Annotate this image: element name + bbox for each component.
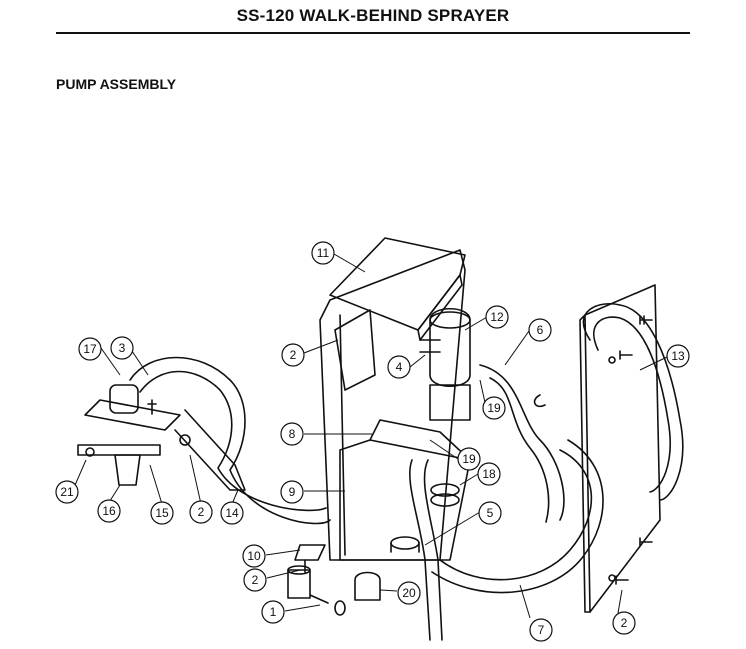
hose-7 (431, 439, 604, 594)
callout-14: 14 (220, 501, 244, 525)
hose-upper-right (582, 303, 684, 501)
svg-text:18: 18 (482, 467, 496, 481)
section-title: PUMP ASSEMBLY (56, 76, 177, 92)
svg-text:11: 11 (317, 246, 330, 260)
callout-10: 10 (242, 544, 266, 568)
svg-text:17: 17 (83, 342, 97, 356)
tank-9 (339, 419, 471, 561)
hose-14 (129, 356, 331, 525)
svg-text:10: 10 (247, 549, 261, 563)
frame-bracket (319, 249, 466, 561)
callout-4: 4 (387, 355, 411, 379)
document-title: SS-120 WALK-BEHIND SPRAYER (236, 6, 510, 25)
svg-text:2: 2 (290, 348, 297, 362)
callout-20: 20 (397, 581, 421, 605)
svg-text:2: 2 (621, 616, 628, 630)
leader-lines (71, 253, 668, 619)
callout-1: 1 (261, 600, 285, 624)
callout-2d: 2 (612, 611, 636, 635)
svg-text:9: 9 (289, 485, 296, 499)
svg-text:19: 19 (462, 452, 476, 466)
callout-17: 17 (78, 337, 102, 361)
svg-text:6: 6 (537, 323, 544, 337)
svg-text:5: 5 (487, 506, 494, 520)
title-rule (56, 32, 690, 34)
svg-text:13: 13 (671, 349, 685, 363)
nozzle-assembly (77, 384, 246, 491)
callout-2: 2 (281, 343, 305, 367)
callouts: 11 12 6 13 17 3 2 4 19 8 19 18 9 5 21 16… (55, 241, 690, 642)
callout-11: 11 (311, 241, 335, 265)
svg-text:15: 15 (155, 506, 169, 520)
cover-11 (329, 237, 466, 341)
callout-3: 3 (110, 336, 134, 360)
svg-text:1: 1 (270, 605, 277, 619)
callout-19: 19 (482, 396, 506, 420)
callout-19b: 19 (457, 447, 481, 471)
svg-text:12: 12 (490, 310, 504, 324)
callout-2b: 2 (189, 500, 213, 524)
fittings-18-5 (390, 483, 460, 553)
svg-text:14: 14 (225, 506, 239, 520)
callout-13: 13 (666, 344, 690, 368)
callout-7: 7 (529, 618, 553, 642)
callout-21: 21 (55, 480, 79, 504)
hose-6 (479, 364, 565, 523)
panel-13 (579, 284, 661, 613)
svg-text:3: 3 (119, 341, 126, 355)
svg-text:20: 20 (402, 586, 416, 600)
pump-12 (419, 308, 471, 421)
callout-2c: 2 (243, 568, 267, 592)
panel-bolts (615, 315, 653, 585)
svg-text:2: 2 (198, 505, 205, 519)
svg-text:21: 21 (60, 485, 74, 499)
svg-text:19: 19 (487, 401, 501, 415)
svg-text:7: 7 (538, 623, 545, 637)
callout-6: 6 (528, 318, 552, 342)
svg-text:8: 8 (289, 427, 296, 441)
callout-8: 8 (280, 422, 304, 446)
callout-9: 9 (280, 480, 304, 504)
vertical-hose (409, 459, 443, 641)
callout-5: 5 (478, 501, 502, 525)
callout-15: 15 (150, 501, 174, 525)
svg-text:4: 4 (396, 360, 403, 374)
svg-text:16: 16 (102, 504, 116, 518)
bottom-fittings (287, 544, 381, 616)
callout-18: 18 (477, 462, 501, 486)
callout-12: 12 (485, 305, 509, 329)
callout-16: 16 (97, 499, 121, 523)
svg-text:2: 2 (252, 573, 259, 587)
